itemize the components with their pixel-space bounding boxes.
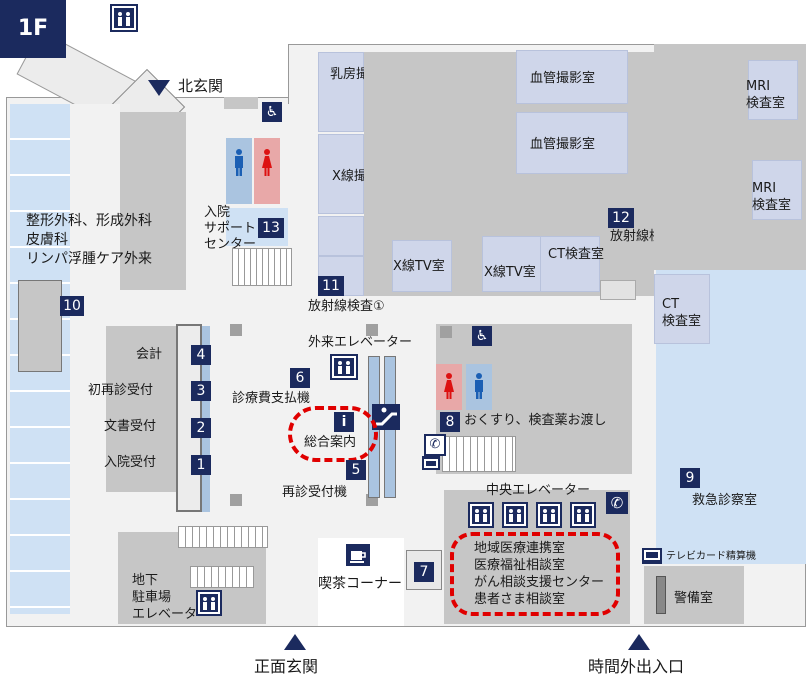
number-8: 8 [440, 412, 460, 432]
emergency-label: 救急診察室 [692, 493, 758, 508]
mammography-room [318, 52, 364, 132]
mri-1-label: MRI 検査室 [746, 79, 786, 111]
wheelchair-icon: ♿ [472, 326, 492, 346]
mri-room-1 [748, 60, 798, 120]
number-6: 6 [290, 368, 310, 388]
stairs-lobby [178, 526, 268, 548]
number-4: 4 [191, 345, 211, 365]
accounting-label: 会計 [136, 347, 163, 362]
pillar [230, 494, 242, 506]
xray-room-b [318, 216, 364, 256]
elevator-icon [468, 502, 494, 528]
number-9: 9 [680, 468, 700, 488]
general-info-label: 総合案内 [304, 435, 357, 450]
documents-label: 文書受付 [104, 419, 157, 434]
wheelchair-icon: ♿ [262, 102, 282, 122]
cafe-icon [346, 544, 370, 566]
number-13: 13 [258, 218, 284, 238]
radiology-corridor [600, 280, 636, 300]
payment-machine-label: 診療費支払機 [232, 391, 311, 406]
elevator-icon [570, 502, 596, 528]
number-3: 3 [191, 381, 211, 401]
north-corridor-block [224, 97, 258, 109]
north-entrance-label: 北玄関 [178, 77, 224, 95]
outpatient-elevator-label: 外来エレベーター [308, 335, 413, 350]
tv-card-label: テレビカード精算機 [666, 551, 756, 562]
tv-icon [422, 456, 440, 470]
cafe-label: 喫茶コーナー [318, 576, 402, 592]
central-elevator-label: 中央エレベーター [486, 483, 591, 498]
pillar [440, 326, 452, 338]
first-revisit-label: 初再診受付 [88, 383, 154, 398]
angio-room-2 [516, 112, 628, 174]
revisit-machine-label: 再診受付機 [282, 485, 348, 500]
pharmacy-label: おくすり、検査薬お渡し [464, 413, 607, 428]
after-hours-entrance-label: 時間外出入口 [588, 657, 685, 676]
number-5: 5 [346, 460, 366, 480]
elevator-icon [330, 354, 358, 380]
elevator-icon [502, 502, 528, 528]
general-info-highlight [288, 406, 378, 462]
number-1: 1 [191, 455, 211, 475]
phone-icon: ✆ [606, 492, 628, 514]
number-11: 11 [318, 276, 344, 296]
xray-tv-2-label: X線TV室 [484, 265, 536, 280]
angio-2-label: 血管撮影室 [530, 137, 596, 152]
basement-parking-label: 地下 駐車場 エレベーター [132, 573, 211, 622]
pillar [230, 324, 242, 336]
ct-room-1 [540, 236, 600, 292]
counter-block [106, 326, 176, 492]
ortho-inner-block [120, 112, 186, 290]
elevator-icon [196, 590, 222, 616]
restroom-male [466, 364, 492, 410]
number-7: 7 [414, 562, 434, 582]
xray-tv-room-1 [392, 240, 452, 292]
mri-room-2 [752, 160, 802, 220]
phone-icon: ✆ [424, 434, 446, 456]
number-10: 10 [60, 296, 84, 316]
ct-room-2 [654, 274, 710, 344]
stairs-middle [442, 436, 516, 472]
consult-highlight [450, 532, 620, 616]
restroom-female [254, 138, 280, 204]
number-info: i [334, 412, 354, 432]
ct-room-1-label: CT検査室 [548, 247, 605, 262]
pillar [366, 324, 378, 336]
consult-label: 地域医療連携室 医療福祉相談室 がん相談支援センター 患者さま相談室 [474, 541, 605, 607]
number-2: 2 [191, 418, 211, 438]
angio-1-label: 血管撮影室 [530, 71, 596, 86]
escalator-icon [372, 404, 400, 430]
elevator-icon [110, 4, 138, 32]
angio-room-1 [516, 50, 628, 104]
after-hours-entrance-marker [628, 634, 650, 650]
security-door [656, 576, 666, 614]
xray-room-a [318, 134, 364, 214]
xray-tv-room-2 [482, 236, 548, 292]
admission-support-label: 入院 サポート センター [204, 205, 257, 252]
front-entrance-marker [284, 634, 306, 650]
xray-tv-1-label: X線TV室 [393, 259, 445, 274]
north-entrance-marker [148, 80, 170, 96]
admission-label: 入院受付 [104, 455, 157, 470]
front-entrance-label: 正面玄関 [254, 657, 319, 676]
ct-room-2-label: CT 検査室 [662, 297, 702, 329]
column-10-block [18, 280, 62, 372]
stairs-upper [232, 248, 292, 286]
ortho-label: 整形外科、形成外科 皮膚科 リンパ浮腫ケア外来 [26, 213, 152, 267]
radiology-1-label: 放射線検査① [308, 299, 385, 314]
tv-icon [642, 548, 662, 564]
restroom-female [436, 364, 462, 410]
stairs-lower [190, 566, 254, 588]
mri-2-label: MRI 検査室 [752, 181, 792, 213]
floor-badge: 1F [0, 0, 66, 58]
security-label: 警備室 [674, 591, 714, 606]
restroom-male [226, 138, 252, 204]
floor-label: 1F [17, 16, 49, 41]
elevator-icon [536, 502, 562, 528]
number-12: 12 [608, 208, 634, 228]
